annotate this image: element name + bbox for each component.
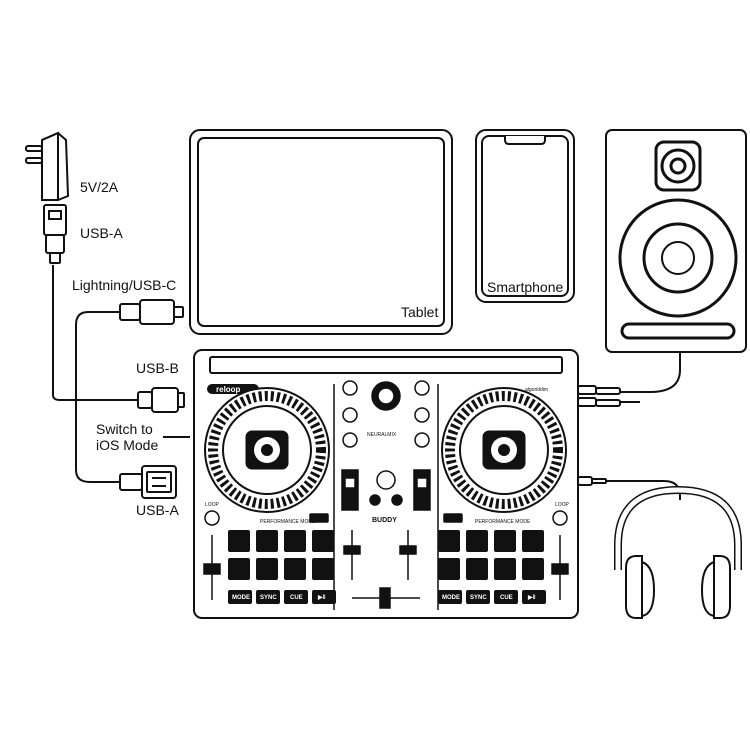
power-adapter-icon [25, 131, 70, 201]
pad[interactable] [312, 530, 334, 552]
knob-r3[interactable] [414, 432, 430, 448]
pad[interactable] [522, 558, 544, 580]
usb-b-label: USB-B [136, 360, 179, 376]
usb-a-top-plug-icon [43, 204, 67, 264]
left-jog-wheel[interactable] [204, 387, 330, 513]
pad[interactable] [228, 558, 250, 580]
right-cue-button[interactable] [494, 590, 518, 604]
pad[interactable] [256, 558, 278, 580]
left-mode-button[interactable] [228, 590, 252, 604]
pad[interactable] [466, 530, 488, 552]
lightning-label: Lightning/USB-C [72, 277, 176, 293]
svg-text:PERFORMANCE MODE: PERFORMANCE MODE [260, 519, 316, 525]
crossfader[interactable] [379, 587, 391, 609]
svg-text:CUE: CUE [290, 595, 303, 601]
right-jog-wheel[interactable] [441, 387, 567, 513]
pad[interactable] [494, 530, 516, 552]
dj-controller: reloop algoriddim [193, 349, 621, 619]
right-transport: MODE SYNC CUE ▶‖ [438, 590, 546, 604]
svg-text:SYNC: SYNC [260, 595, 277, 601]
right-channel-fader[interactable] [399, 545, 417, 555]
lightning-cable [75, 311, 120, 483]
knob-l2[interactable] [342, 407, 358, 423]
speaker-icon [605, 129, 747, 353]
tablet-label: Tablet [401, 304, 438, 320]
power-label: 5V/2A [80, 179, 119, 195]
lightning-plug-icon [119, 299, 184, 325]
svg-text:SYNC: SYNC [470, 595, 487, 601]
usb-b-plug-icon [137, 387, 185, 413]
right-sync-button[interactable] [466, 590, 490, 604]
rca-cable [620, 352, 681, 393]
right-pads: PERFORMANCE MODE [438, 519, 544, 580]
svg-text:PERFORMANCE MODE: PERFORMANCE MODE [475, 519, 531, 525]
pad[interactable] [256, 530, 278, 552]
smartphone-label: Smartphone [487, 279, 563, 295]
left-pads: PERFORMANCE MODE [228, 519, 334, 580]
neuralmix-label: NEURALMIX [367, 432, 397, 438]
pad[interactable] [438, 530, 460, 552]
pad[interactable] [494, 558, 516, 580]
pad[interactable] [228, 530, 250, 552]
smartphone-icon [475, 129, 575, 303]
pad[interactable] [284, 530, 306, 552]
left-shift-button[interactable] [309, 513, 329, 523]
right-loop-knob[interactable] [552, 510, 568, 526]
left-loop-knob[interactable] [204, 510, 220, 526]
right-mode-button[interactable] [438, 590, 462, 604]
switch-label-line1: Switch to [96, 421, 153, 437]
algoriddim-logo: algoriddim [525, 387, 548, 393]
pad[interactable] [522, 530, 544, 552]
usb-a-top-label: USB-A [80, 225, 123, 241]
right-play-button[interactable] [522, 590, 546, 604]
headphones-icon [614, 485, 742, 619]
left-play-button[interactable] [312, 590, 336, 604]
svg-text:▶‖: ▶‖ [527, 594, 536, 601]
right-shift-button[interactable] [443, 513, 463, 523]
pitch-faders [203, 535, 569, 600]
cables [52, 265, 681, 500]
svg-text:LOOP: LOOP [555, 502, 570, 508]
svg-text:▶‖: ▶‖ [317, 594, 326, 601]
pad[interactable] [466, 558, 488, 580]
knob-l3[interactable] [342, 432, 358, 448]
pad[interactable] [284, 558, 306, 580]
loop-knobs: LOOP LOOP [204, 502, 570, 526]
svg-text:reloop: reloop [216, 385, 241, 394]
left-pitch-fader[interactable] [203, 563, 221, 575]
usb-a-to-usb-b-cable [52, 265, 138, 401]
buddy-label: BUDDY [372, 517, 397, 524]
knob-l1[interactable] [342, 380, 358, 396]
usb-a-bottom-label: USB-A [136, 502, 179, 518]
rear-ports [577, 385, 621, 486]
left-channel-fader[interactable] [343, 545, 361, 555]
browse-knob[interactable] [376, 470, 396, 490]
right-pitch-fader[interactable] [551, 563, 569, 575]
svg-text:CUE: CUE [500, 595, 513, 601]
left-transport: MODE SYNC CUE ▶‖ [228, 590, 336, 604]
tablet-icon [189, 129, 453, 335]
left-sync-button[interactable] [256, 590, 280, 604]
svg-text:MODE: MODE [232, 595, 250, 601]
switch-label-line2: iOS Mode [96, 437, 158, 453]
svg-text:LOOP: LOOP [205, 502, 220, 508]
svg-text:MODE: MODE [442, 595, 460, 601]
headphone-cable [606, 480, 681, 500]
pad[interactable] [438, 558, 460, 580]
left-cue-button[interactable] [284, 590, 308, 604]
knob-r1[interactable] [414, 380, 430, 396]
knob-r2[interactable] [414, 407, 430, 423]
usb-a-bottom-plug-icon [119, 465, 177, 499]
pad[interactable] [312, 558, 334, 580]
